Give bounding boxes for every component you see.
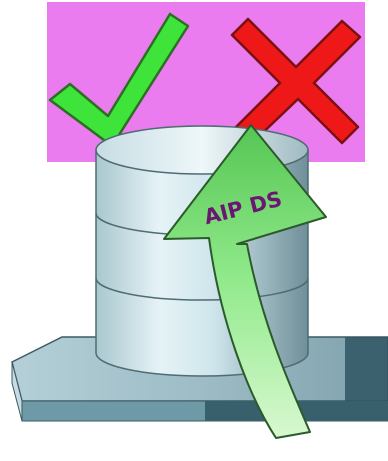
diagram-canvas: AIP DS bbox=[0, 0, 388, 461]
